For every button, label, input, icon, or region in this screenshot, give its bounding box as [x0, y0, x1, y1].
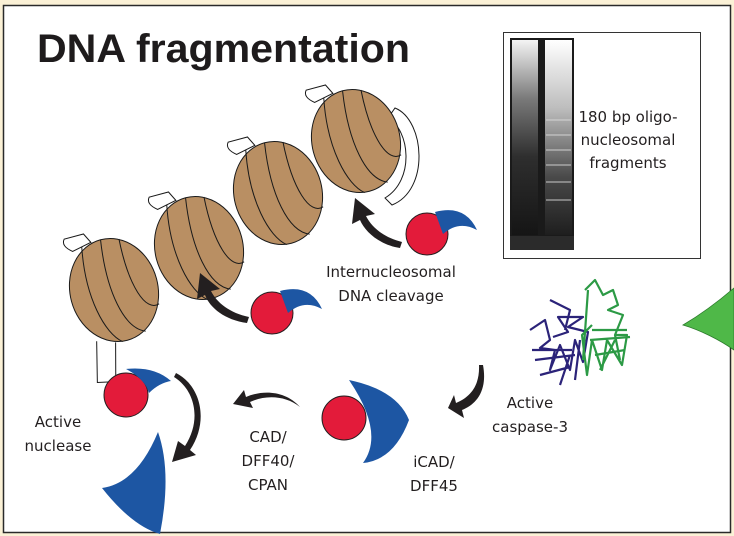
arrow-icad-to-cad — [233, 390, 300, 408]
label-dff40: DFF40/ — [242, 452, 296, 470]
label-icad: iCAD/ — [413, 453, 455, 471]
arrow-to-chromatin-upper — [352, 198, 402, 248]
label-active-nuclease-2: nuclease — [25, 437, 92, 455]
arrows — [172, 198, 485, 462]
cad-red-circle — [250, 291, 294, 335]
label-active: Active — [507, 394, 553, 412]
icad-fragment — [435, 210, 477, 234]
icad-crescent — [349, 380, 409, 463]
cad-red-circle — [103, 372, 149, 418]
gel-label-line3: fragments — [589, 154, 666, 172]
gel-electrophoresis-image — [503, 32, 701, 259]
gel-label-line1: 180 bp oligo- — [578, 108, 677, 126]
icad-fragment — [102, 432, 166, 534]
nucleosome — [147, 191, 245, 301]
green-pointer-shape — [682, 287, 734, 351]
label-caspase-3: caspase-3 — [492, 418, 568, 436]
nuclease-complexes — [102, 210, 477, 534]
arrow-to-chromatin-lower — [197, 273, 249, 323]
caspase-3-structure — [529, 278, 631, 386]
label-cpan: CPAN — [248, 476, 288, 494]
cad-red-circle — [405, 212, 449, 256]
arrow-caspase-to-icad — [448, 365, 485, 418]
page-title: DNA fragmentation — [37, 27, 410, 71]
icad-fragment — [126, 368, 171, 393]
label-dff45: DFF45 — [410, 477, 458, 495]
icad-fragment — [280, 289, 322, 313]
gel-label-line2: nucleosomal — [581, 131, 676, 149]
arrow-active-nuclease — [172, 373, 201, 462]
label-dna-cleavage: DNA cleavage — [338, 287, 443, 305]
cad-red-circle — [321, 395, 367, 441]
nucleosome — [226, 136, 324, 246]
label-cad: CAD/ — [249, 428, 287, 446]
label-internucleosomal: Internucleosomal — [326, 263, 456, 281]
nucleosome — [304, 84, 402, 194]
nucleosome-chain — [62, 84, 420, 383]
nucleosome — [62, 233, 160, 383]
label-active-nuclease-1: Active — [35, 413, 81, 431]
